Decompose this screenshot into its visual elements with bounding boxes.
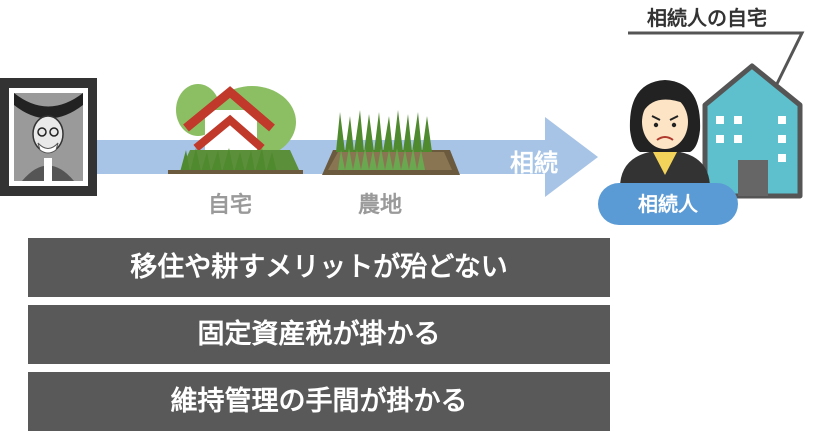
reason-bar-2: 固定資産税が掛かる [28,305,610,364]
deceased-portrait-icon [0,78,97,196]
flow-arrow [95,117,598,197]
callout-line [628,31,805,99]
heir-person-icon [620,80,710,188]
reason-bar-1: 移住や耕すメリットが殆どない [28,238,610,297]
house-label: 自宅 [207,193,252,218]
farmland-label: 農地 [357,193,402,218]
heir-badge: 相続人 [598,183,738,225]
building-icon [702,63,803,199]
arrow-label: 相続 [510,149,558,177]
house-icon [168,84,303,174]
callout-label: 相続人の自宅 [647,6,767,30]
farmland-icon [322,110,460,175]
reason-bar-3: 維持管理の手間が掛かる [28,372,610,431]
